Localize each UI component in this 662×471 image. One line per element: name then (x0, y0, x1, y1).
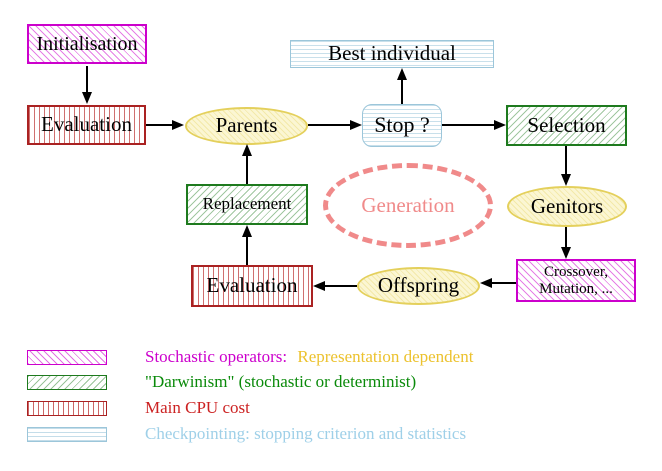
node-stop: Stop ? (362, 104, 442, 147)
arrow-head-down-icon (561, 247, 571, 259)
arrow-line (565, 227, 567, 247)
legend-label-darwinism: "Darwinism" (stochastic or determinist) (145, 372, 417, 391)
legend-label-stochastic-operators: Stochastic operators: (145, 347, 288, 366)
legend-label-checkpointing: Checkpointing: stopping criterion and st… (145, 424, 467, 443)
arrow-head-right-icon (350, 120, 362, 130)
crossover-label-line2: Mutation, ... (539, 280, 613, 297)
legend-swatch-red-stripes (27, 400, 107, 416)
node-selection: Selection (506, 105, 627, 146)
arrow-line (325, 285, 357, 287)
arrow-head-right-icon (494, 120, 506, 130)
arrow-head-left-icon (313, 281, 325, 291)
node-replacement: Replacement (186, 184, 308, 225)
arrow-head-up-icon (397, 68, 407, 80)
node-parents: Parents (185, 107, 308, 145)
node-evaluation-top: Evaluation (27, 105, 146, 145)
arrow-head-left-icon (480, 278, 492, 288)
arrow-head-down-icon (561, 174, 571, 186)
arrow-line (86, 66, 88, 94)
node-evaluation-bottom: Evaluation (191, 265, 313, 307)
arrow-line (246, 156, 248, 184)
arrow-line (246, 237, 248, 265)
arrow-head-up-icon (242, 144, 252, 156)
node-offspring: Offspring (357, 267, 480, 305)
arrow-line (308, 124, 350, 126)
node-genitors: Genitors (507, 186, 627, 227)
legend-row-checkpointing: Checkpointing: stopping criterion and st… (27, 424, 466, 444)
arrow-line (442, 124, 494, 126)
crossover-label-line1: Crossover, (544, 264, 608, 280)
legend-swatch-green-hatch (27, 374, 107, 390)
arrow-line (565, 146, 567, 174)
legend-row-main-cpu-cost: Main CPU cost (27, 398, 250, 418)
arrow-head-right-icon (172, 120, 184, 130)
node-best-individual: Best individual (290, 40, 494, 68)
arrow-head-down-icon (82, 92, 92, 104)
node-crossover-mutation: Crossover, Mutation, ... (516, 259, 636, 302)
legend-row-stochastic-operators: Stochastic operators: Representation dep… (27, 347, 473, 367)
legend-swatch-magenta-hatch (27, 349, 107, 365)
node-initialisation: Initialisation (27, 24, 147, 64)
legend-row-darwinism: "Darwinism" (stochastic or determinist) (27, 372, 416, 392)
legend-label-representation-dependent: Representation dependent (297, 347, 474, 366)
legend-swatch-cyan-stripes (27, 426, 107, 442)
arrow-line (492, 282, 516, 284)
legend-label-main-cpu-cost: Main CPU cost (145, 398, 250, 417)
arrow-head-up-icon (242, 225, 252, 237)
generation-loop-ellipse: Generation (323, 163, 493, 248)
arrow-line (401, 80, 403, 104)
arrow-line (146, 124, 172, 126)
